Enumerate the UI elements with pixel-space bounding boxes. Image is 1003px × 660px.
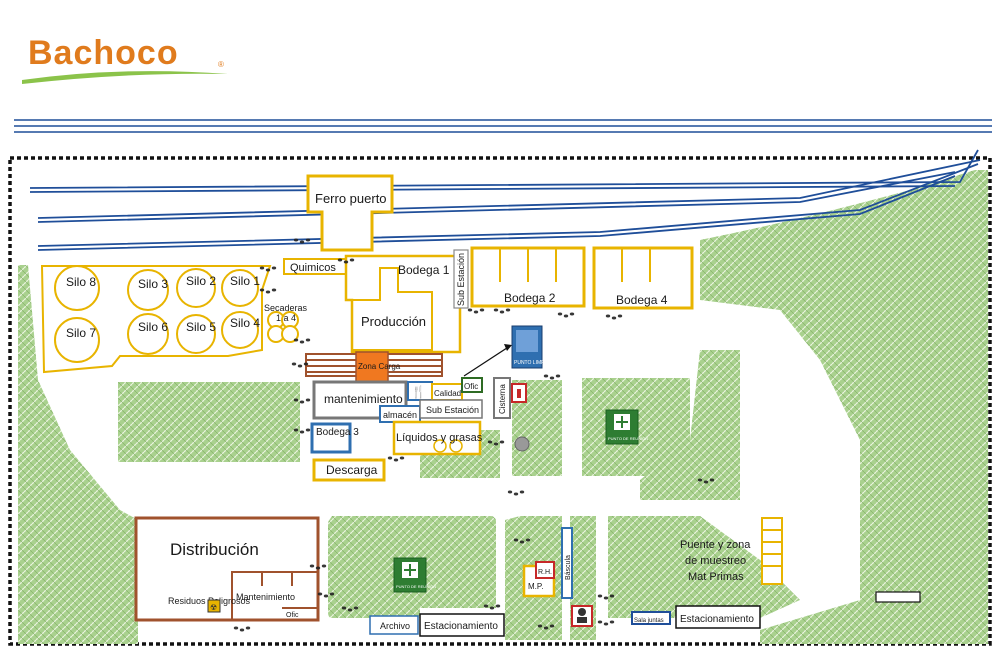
silo4-name: Silo 4 <box>230 316 260 330</box>
silo2-name: Silo 2 <box>186 274 216 288</box>
sub-estacion-v-label: Sub Estación <box>456 253 466 306</box>
roundabout-marker <box>514 436 530 452</box>
sub-estacion-label: Sub Estación <box>426 405 479 415</box>
bascula-label: Báscula <box>565 555 572 580</box>
punto-limpio-icon: PUNTO LIMPIO <box>511 325 550 369</box>
puente-label-3: Mat Primas <box>688 571 744 583</box>
estacionamiento1-label: Estacionamiento <box>424 621 498 632</box>
distribucion-building <box>134 516 320 622</box>
calidad-label: Calidad <box>434 389 461 398</box>
bodega3-label: Bodega 3 <box>316 427 359 438</box>
rh-label: R.H. <box>538 569 552 576</box>
archivo-label: Archivo <box>380 621 410 631</box>
ofic2-label: Ofic <box>286 612 299 619</box>
green-areas <box>18 170 988 644</box>
silo8-name: Silo 8 <box>66 275 96 289</box>
sala-juntas-box <box>631 611 671 625</box>
gate-box <box>875 591 921 603</box>
estacionamiento1-box <box>419 613 505 637</box>
brand-name: Bachoco <box>28 34 179 72</box>
silo7-name: Silo 7 <box>66 326 96 340</box>
logo-swoosh <box>22 71 228 84</box>
dining-icon: 🍴 <box>411 385 426 399</box>
svg-text:☢: ☢ <box>210 603 217 612</box>
ofic-label: Ofic <box>464 382 478 391</box>
puente-scale <box>761 517 783 585</box>
hazard-icon: ☢ <box>207 599 221 613</box>
rh-box <box>535 561 555 579</box>
descarga-zone <box>312 458 386 482</box>
liquidos-building <box>392 420 482 456</box>
silo6-name: Silo 6 <box>138 320 168 334</box>
brand-mark: ® <box>218 60 224 69</box>
zona-carga-label: Zona Carga <box>358 362 401 371</box>
svg-text:PUNTO DE REUNIÓN: PUNTO DE REUNIÓN <box>608 436 648 441</box>
estacionamiento2-label: Estacionamiento <box>680 614 754 625</box>
silo3-name: Silo 3 <box>138 277 168 291</box>
distribucion-label: Distribución <box>170 540 259 559</box>
bachoco-logo: Bachoco ® <box>22 34 228 84</box>
liquidos-label: Líquidos y grasas <box>396 432 483 444</box>
quimicos-label: Quimicos <box>290 262 336 274</box>
punto-limpio-label: PUNTO LIMPIO <box>514 360 550 366</box>
estacionamiento2-box <box>675 605 761 629</box>
svg-text:PUNTO DE REUNIÓN: PUNTO DE REUNIÓN <box>396 584 436 589</box>
archivo-box <box>369 615 419 635</box>
bodega4-label: Bodega 4 <box>616 293 668 307</box>
ofic-box <box>461 377 483 393</box>
sub-estacion-box <box>419 399 483 419</box>
silo5-name: Silo 5 <box>186 320 216 334</box>
produccion-label: Producción <box>361 314 426 329</box>
header-rails <box>14 119 992 133</box>
meeting-point-icon: PUNTO DE REUNIÓN <box>605 409 648 445</box>
cisterna-box <box>493 377 511 419</box>
property-boundary <box>8 156 992 646</box>
bodega1-label: Bodega 1 <box>398 263 450 277</box>
cisterna-label: Cisterna <box>498 384 507 414</box>
meeting-point-icon: PUNTO DE REUNIÓN <box>393 557 436 593</box>
sala-juntas-label: Sala juntas <box>634 618 664 624</box>
mp-label: M.P. <box>528 582 543 591</box>
ferro-puerto-label: Ferro puerto <box>315 191 387 206</box>
puente-label-1: Puente y zona <box>680 539 751 551</box>
silo1-name: Silo 1 <box>230 274 260 288</box>
bodega3-building <box>310 422 352 454</box>
bodega4-building <box>592 246 694 310</box>
almacen-label: almacén <box>383 410 417 420</box>
puente-label-2: de muestreo <box>685 555 746 567</box>
bascula-box <box>561 527 573 599</box>
mantenimiento-label: mantenimiento <box>324 392 403 406</box>
mantenimiento2-label: Mantenimiento <box>236 592 295 602</box>
descarga-label: Descarga <box>326 463 378 477</box>
sub-estacion-vertical <box>453 249 469 309</box>
ferro-puerto-zone <box>306 174 394 252</box>
bodega2-label: Bodega 2 <box>504 291 556 305</box>
